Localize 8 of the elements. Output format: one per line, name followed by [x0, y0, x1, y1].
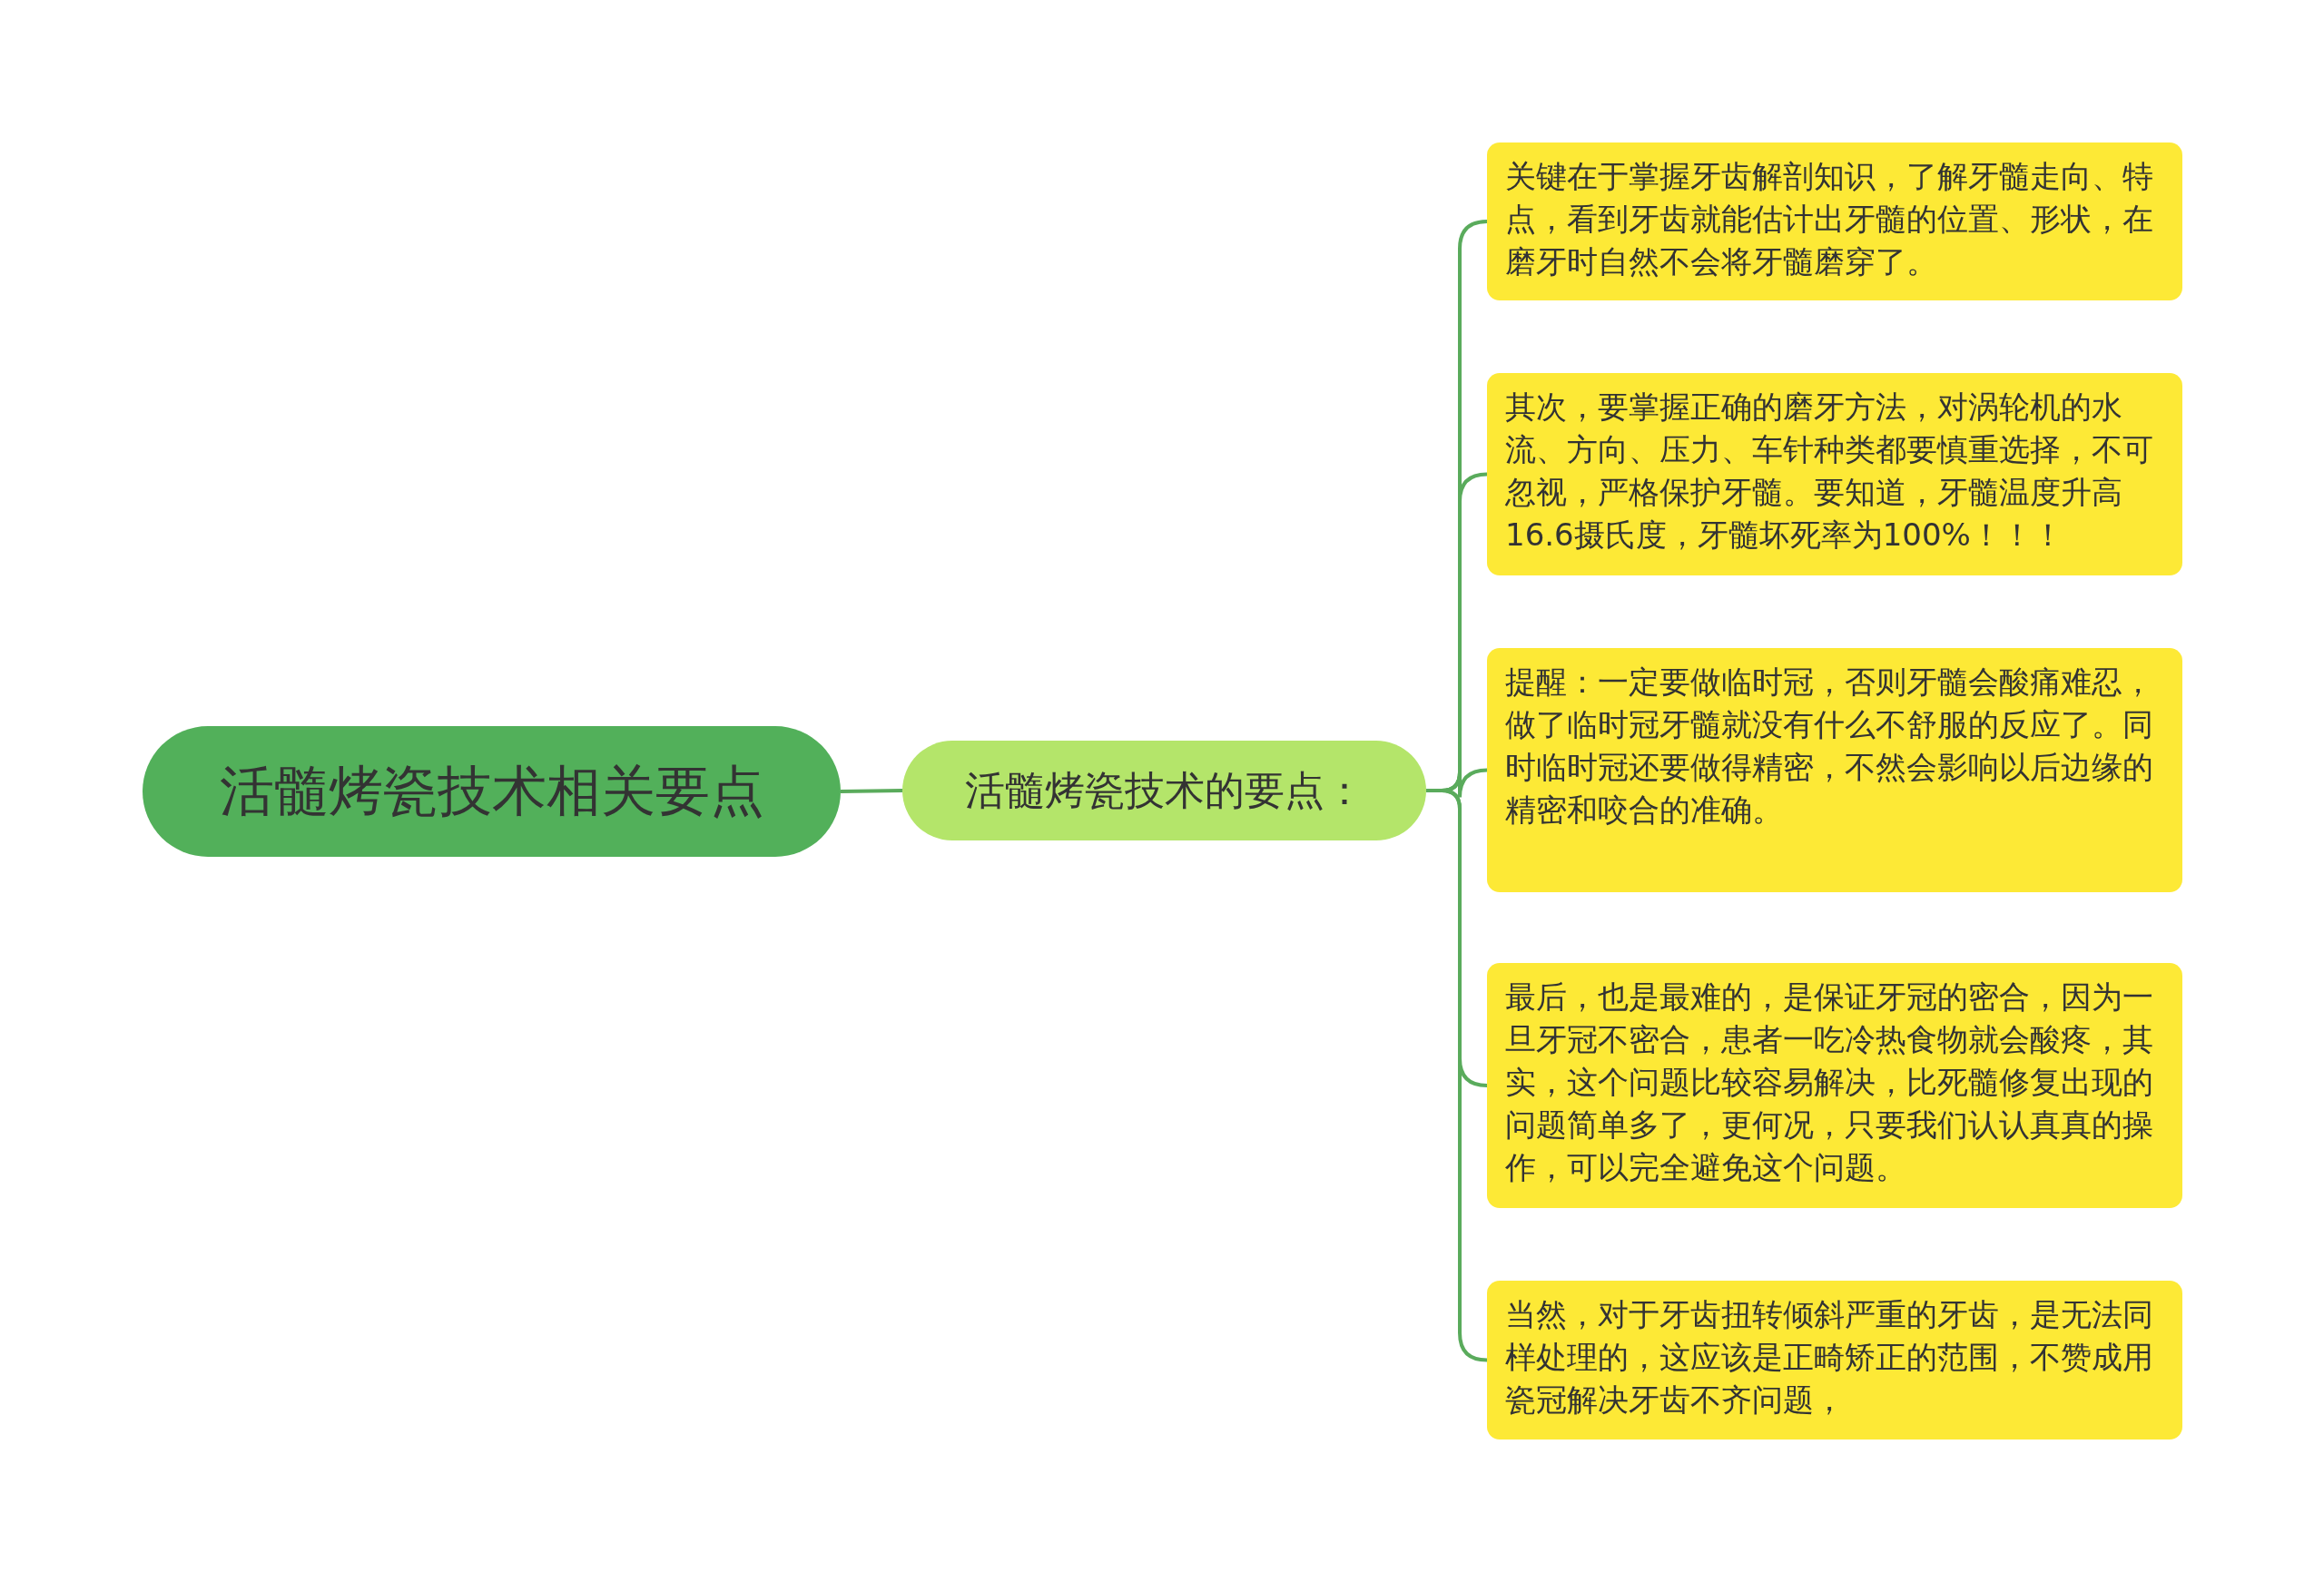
note-box: 提醒：一定要做临时冠，否则牙髓会酸痛难忍，做了临时冠牙髓就没有什么不舒服的反应了。同时临时冠还要做得精密，不然会影响以后边缘的精密和咬合的准确。 — [1487, 648, 2182, 892]
note-box: 当然，对于牙齿扭转倾斜严重的牙齿，是无法同样处理的，这应该是正畸矫正的范围，不赞成用瓷冠解决牙齿不齐问题， — [1487, 1281, 2182, 1440]
subtopic-box: 活髓烤瓷技术的要点： — [902, 741, 1426, 840]
note-box: 其次，要掌握正确的磨牙方法，对涡轮机的水流、方向、压力、车针种类都要慎重选择，不可忽视，严格保护牙髓。要知道，牙髓温度升高16.6摄氏度，牙髓坏死率为100%！！！ — [1487, 373, 2182, 575]
connector-line — [840, 789, 903, 793]
note-box: 关键在于掌握牙齿解剖知识，了解牙髓走向、特点，看到牙齿就能估计出牙髓的位置、形状，在磨牙时自然不会将牙髓磨穿了。 — [1487, 142, 2182, 300]
root-topic: 活髓烤瓷技术相关要点 — [143, 726, 841, 857]
note-box: 最后，也是最难的，是保证牙冠的密合，因为一旦牙冠不密合，患者一吃冷热食物就会酸疼，其实，这个问题比较容易解决，比死髓修复出现的问题简单多了，更何况，只要我们认认真真的操作，可以完全避免这个问题。 — [1487, 963, 2182, 1208]
